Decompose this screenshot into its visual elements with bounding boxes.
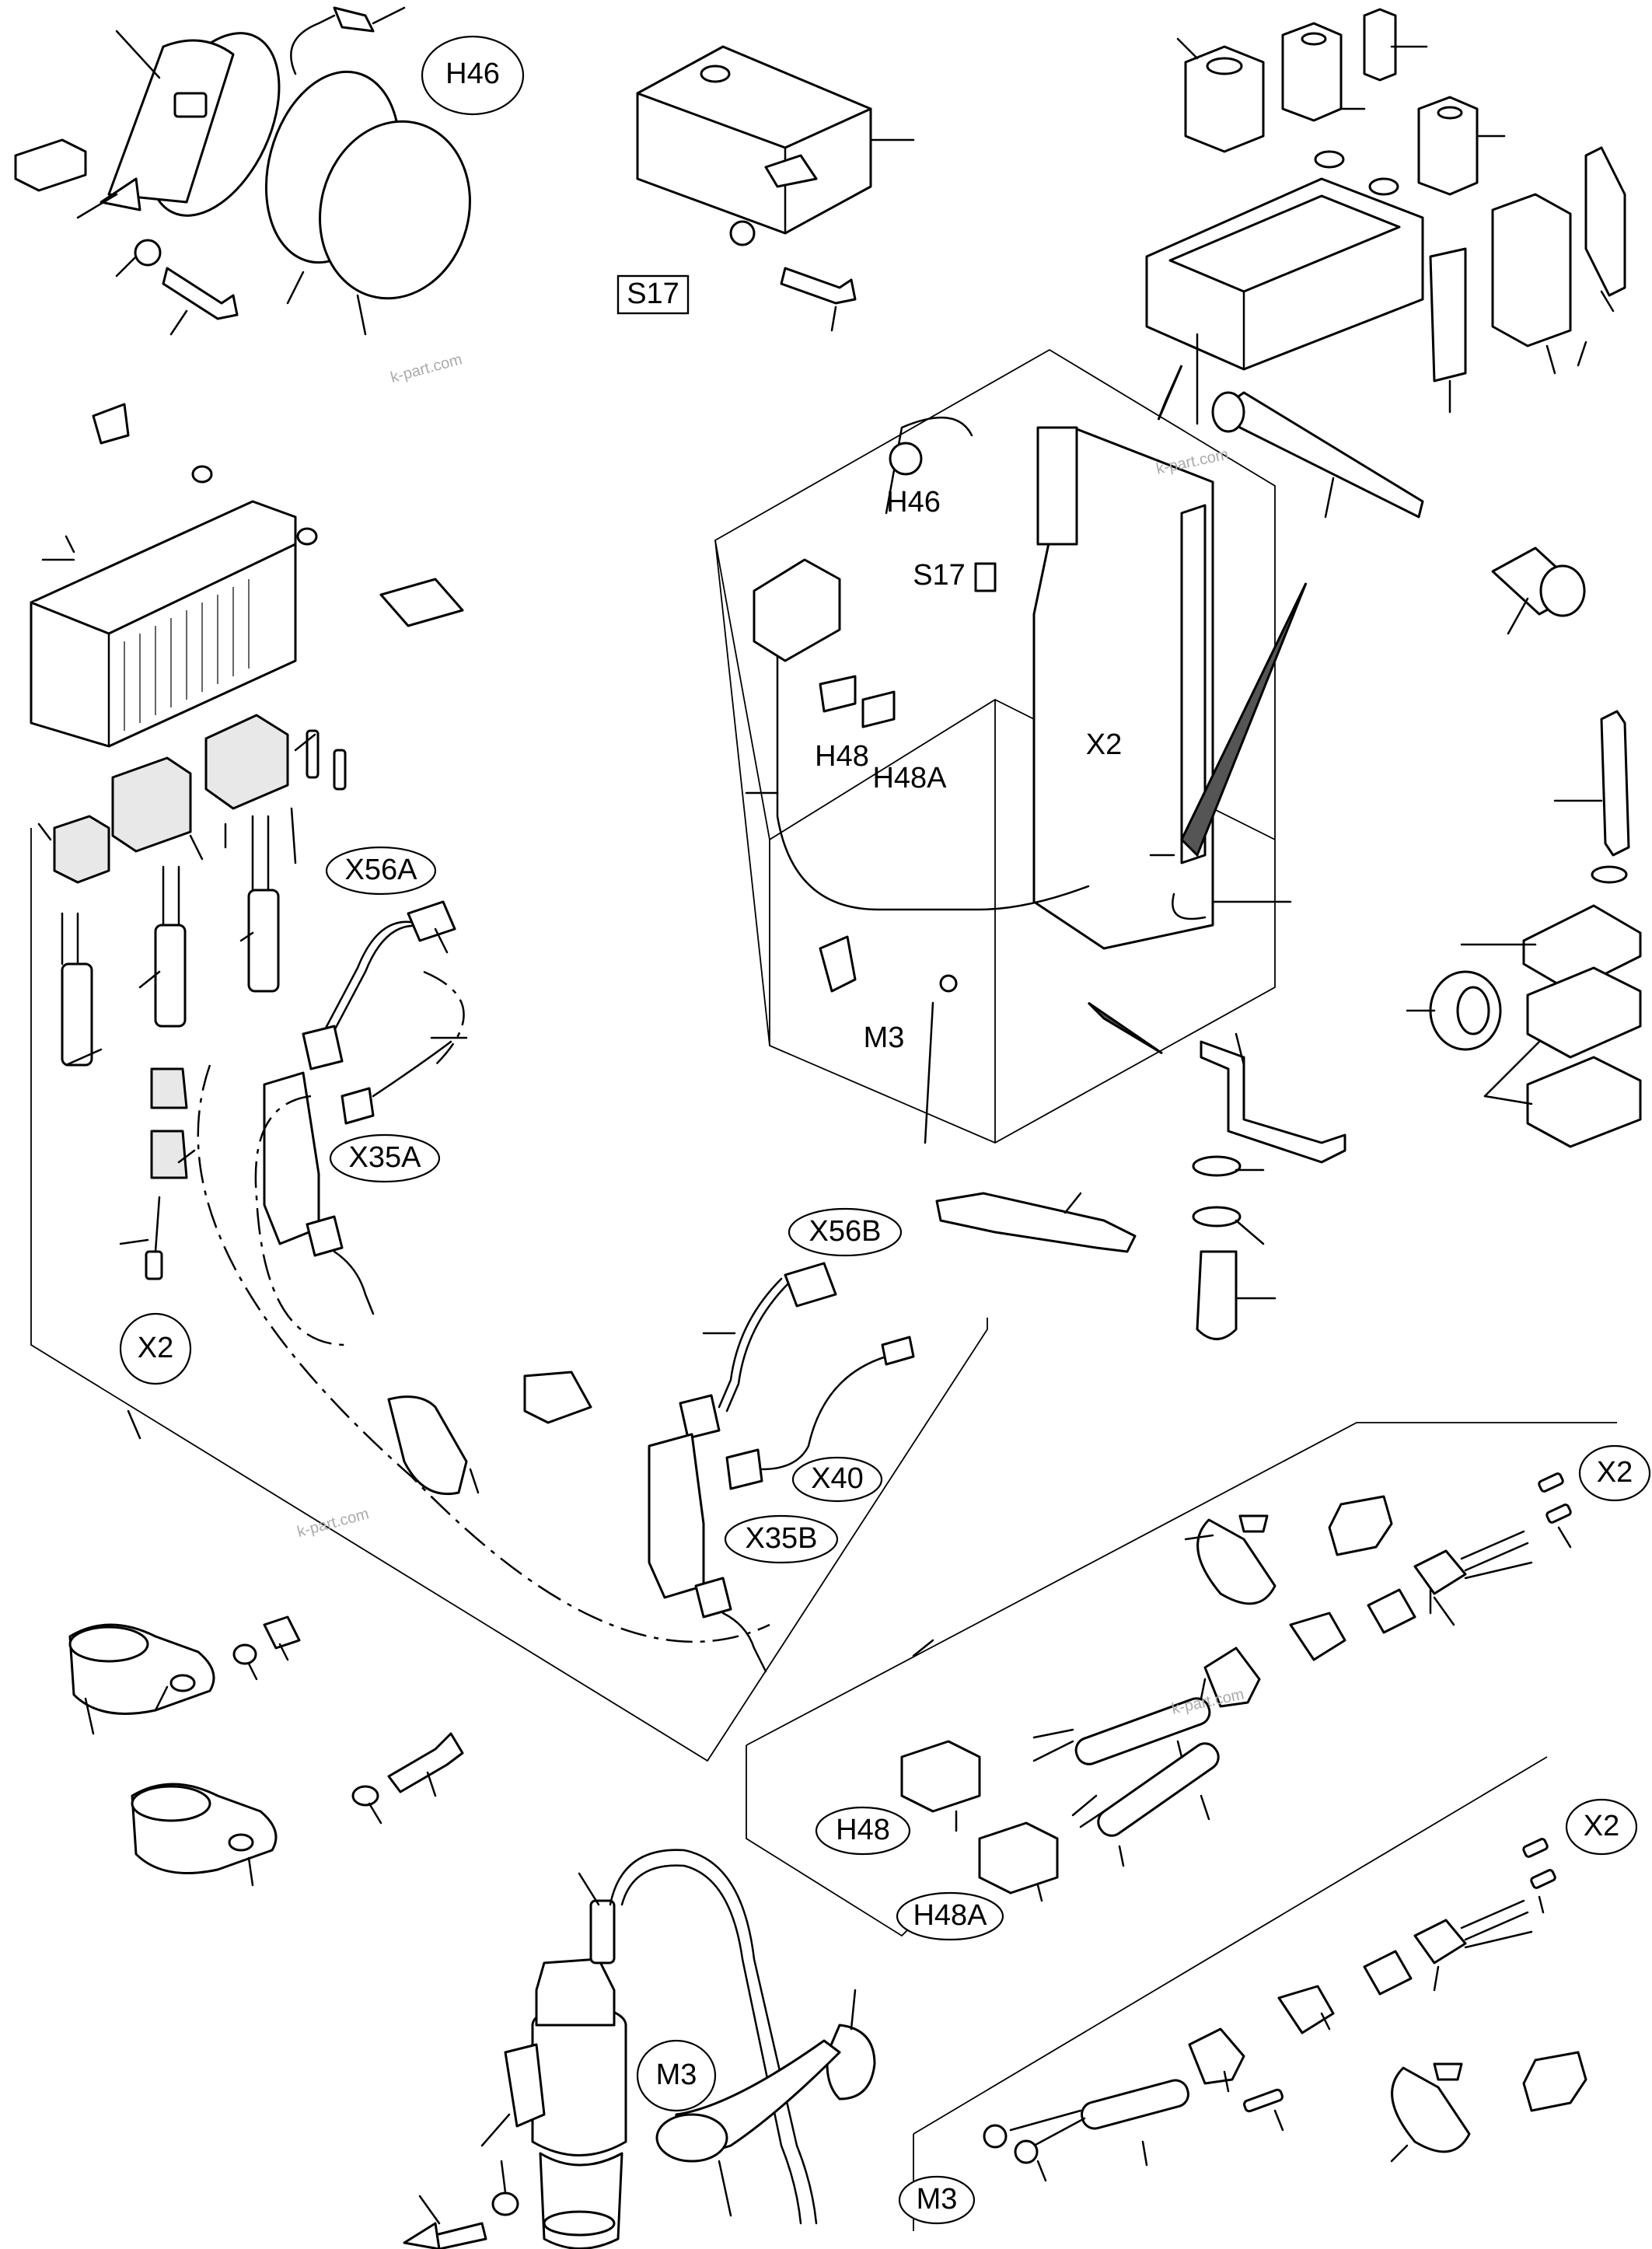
callout-h48-right: H48: [815, 1806, 911, 1856]
callout-x35b: X35B: [724, 1514, 839, 1564]
harness-left: [254, 900, 468, 1346]
label-s17: S17: [913, 559, 966, 592]
svg-text:X2: X2: [1584, 1810, 1619, 1842]
callout-x2-left: X2: [119, 1312, 192, 1385]
svg-text:H46: H46: [445, 58, 500, 90]
svg-text:X2: X2: [138, 1332, 173, 1364]
label-h48a: H48A: [872, 762, 947, 794]
svg-text:X56A: X56A: [345, 854, 418, 886]
watermark: k-part.com: [389, 351, 464, 386]
callout-x35a: X35A: [329, 1133, 441, 1183]
label-h48: H48: [815, 740, 869, 773]
battery-box-parts: [1145, 8, 1626, 414]
heatsink-fins: [124, 579, 250, 731]
label-m3: M3: [864, 1021, 905, 1054]
svg-text:X35B: X35B: [746, 1522, 818, 1555]
svg-text:M3: M3: [917, 2183, 958, 2216]
connector-sets-right: [746, 1422, 1617, 2231]
label-h46: H46: [886, 486, 941, 519]
callout-x56a: X56A: [325, 846, 437, 896]
pump-m3-assembly: [403, 1849, 876, 2249]
long-bolt-spacer: [1211, 391, 1586, 635]
p-clamps: [68, 1615, 464, 1887]
svg-text:M3: M3: [656, 2059, 697, 2091]
clamp-blocks: [1406, 710, 1642, 1148]
panel-frame-left: [30, 828, 988, 1762]
svg-text:X2: X2: [1597, 1456, 1633, 1489]
strap: [935, 1192, 1137, 1253]
control-unit: [30, 403, 464, 1280]
callout-s17-top: S17: [616, 274, 690, 315]
watermark: k-part.com: [295, 1505, 371, 1541]
callout-labels: H46 S17 H46 S17 H48 H48A X2 M3 X56A X35A…: [119, 35, 1651, 2225]
callout-m3-pump: M3: [636, 2039, 717, 2112]
callout-x2-right-2: X2: [1565, 1798, 1638, 1856]
switch-cover-s17: [636, 45, 915, 332]
svg-text:X56B: X56B: [809, 1215, 882, 1248]
svg-text:X35A: X35A: [349, 1141, 422, 1174]
svg-text:H48: H48: [836, 1814, 890, 1846]
callout-x56b: X56B: [788, 1207, 903, 1257]
main-assembly: [714, 333, 1346, 1340]
horn-assembly: [14, 6, 471, 336]
callout-x2-right-1: X2: [1578, 1444, 1651, 1502]
label-x2: X2: [1086, 728, 1122, 761]
svg-text:X40: X40: [811, 1462, 864, 1495]
callout-h48a-right: H48A: [896, 1891, 1004, 1941]
svg-text:H48A: H48A: [913, 1899, 987, 1932]
callout-h46-top: H46: [421, 35, 525, 116]
callout-x40: X40: [791, 1456, 883, 1503]
callout-m3-bottom: M3: [898, 2175, 976, 2225]
svg-text:S17: S17: [627, 278, 679, 310]
